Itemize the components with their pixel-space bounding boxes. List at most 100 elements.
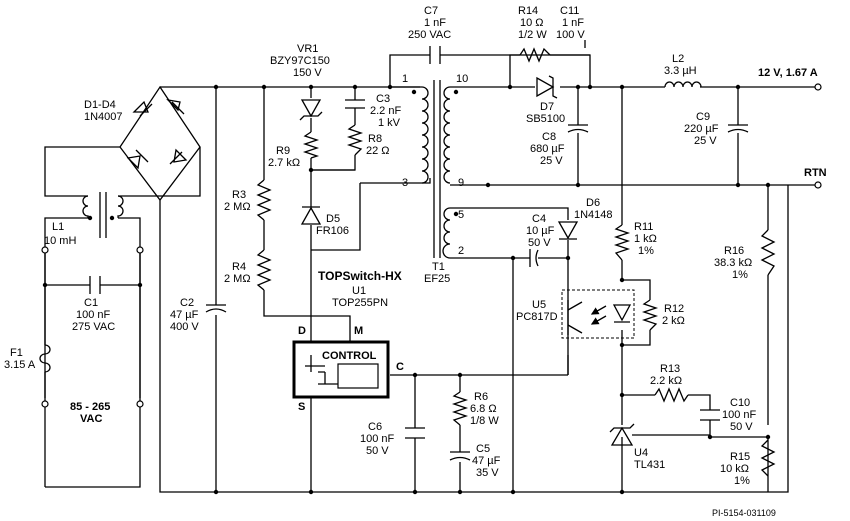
label-r11-value: 1 kΩ — [634, 233, 657, 245]
label-r9-value: 2.7 kΩ — [268, 157, 300, 169]
resistor-r6 — [451, 391, 469, 426]
label-pin-d: D — [298, 325, 306, 337]
label-c8-name: C8 — [542, 131, 556, 143]
label-r16-tol: 1% — [732, 269, 748, 281]
label-t1-name: T1 — [432, 261, 445, 273]
wiring — [44, 54, 815, 493]
capacitor-c9 — [727, 124, 749, 133]
diode-d5 — [300, 206, 322, 225]
label-c10-name: C10 — [730, 397, 750, 409]
label-r13-name: R13 — [660, 363, 680, 375]
label-pin-m: M — [354, 325, 363, 337]
label-c1-rating: 275 VAC — [72, 321, 115, 333]
capacitor-c8 — [567, 124, 589, 133]
label-pin-s: S — [298, 401, 305, 413]
bridge-rectifier-d1-d4 — [126, 99, 188, 170]
resistor-r8 — [346, 124, 364, 156]
label-r14-value: 10 Ω — [520, 17, 544, 29]
label-r4-name: R4 — [232, 261, 246, 273]
label-f1-name: F1 — [10, 347, 23, 359]
label-u4-part: TL431 — [634, 459, 665, 471]
label-u5-part: PC817D — [516, 311, 558, 323]
capacitor-c1 — [89, 276, 101, 294]
capacitor-c7 — [429, 46, 441, 64]
label-pin-c: C — [396, 361, 404, 373]
label-c1-value: 100 nF — [76, 309, 111, 321]
label-vr1-part: BZY97C150 — [270, 55, 330, 67]
optocoupler-u5 — [561, 289, 635, 339]
label-c10-value: 100 nF — [722, 409, 757, 421]
shunt-regulator-u4 — [609, 423, 635, 446]
label-u1-name: U1 — [352, 285, 366, 297]
label-r11-name: R11 — [634, 221, 653, 233]
label-r12-value: 2 kΩ — [662, 315, 685, 327]
label-c9-name: C9 — [696, 111, 710, 123]
transformer-t1 — [411, 80, 459, 259]
label-pin-5: 5 — [458, 209, 464, 221]
label-c4-value: 10 µF — [526, 225, 555, 237]
label-r8-value: 22 Ω — [366, 145, 390, 157]
label-rtn: RTN — [804, 167, 827, 179]
label-u1-part: TOP255PN — [332, 297, 388, 309]
label-vr1-value: 150 V — [293, 67, 322, 79]
label-r15-name: R15 — [730, 451, 750, 463]
label-c10-rating: 50 V — [730, 421, 753, 433]
label-r13-value: 2.2 kΩ — [650, 375, 682, 387]
choke-l1 — [82, 192, 124, 238]
label-c5-rating: 35 V — [476, 467, 499, 479]
label-r12-name: R12 — [664, 303, 684, 315]
fuse-f1 — [39, 344, 51, 373]
label-c2-name: C2 — [180, 297, 194, 309]
label-c8-value: 680 µF — [530, 143, 565, 155]
label-u1-family: TOPSwitch-HX — [318, 269, 402, 283]
label-c4-name: C4 — [532, 213, 546, 225]
drawing-id: PI-5154-031109 — [712, 508, 776, 518]
label-d5-part: FR106 — [316, 225, 349, 237]
labels: C7 1 nF 250 VAC VR1 BZY97C150 150 V R14 … — [4, 5, 827, 518]
label-c7-value: 1 nF — [424, 17, 446, 29]
resistor-r15 — [760, 439, 776, 477]
capacitor-c2 — [205, 304, 227, 313]
label-c3-value: 2.2 nF — [370, 105, 401, 117]
label-c6-rating: 50 V — [366, 445, 389, 457]
label-c7-name: C7 — [424, 5, 438, 17]
resistor-r16 — [760, 229, 776, 276]
label-control: CONTROL — [322, 350, 377, 362]
label-c4-rating: 50 V — [528, 237, 551, 249]
label-input-vac: VAC — [80, 413, 102, 425]
label-r3-name: R3 — [232, 189, 246, 201]
label-r15-tol: 1% — [734, 475, 750, 487]
label-r14-name: R14 — [518, 5, 538, 17]
label-d6-name: D6 — [586, 197, 600, 209]
label-c2-value: 47 µF — [170, 309, 199, 321]
label-t1-part: EF25 — [424, 273, 450, 285]
label-r6-name: R6 — [474, 391, 488, 403]
label-l2-value: 3.3 µH — [664, 65, 697, 77]
label-r16-name: R16 — [724, 245, 744, 257]
label-c6-value: 100 nF — [360, 433, 395, 445]
label-pin-9: 9 — [458, 177, 464, 189]
diode-d7 — [536, 75, 558, 99]
label-r6-rating: 1/8 W — [470, 415, 499, 427]
label-d5-name: D5 — [326, 213, 340, 225]
resistor-r11 — [613, 224, 631, 261]
label-c6-name: C6 — [368, 421, 382, 433]
label-u4-name: U4 — [634, 447, 648, 459]
zener-vr1 — [299, 99, 323, 121]
resistor-r9 — [302, 131, 320, 159]
label-c7-rating: 250 VAC — [408, 29, 451, 41]
label-d7-name: D7 — [540, 101, 554, 113]
label-c5-value: 47 µF — [472, 455, 501, 467]
inductor-l2 — [664, 81, 702, 88]
resistor-r4 — [256, 249, 272, 291]
label-r4-value: 2 MΩ — [224, 273, 251, 285]
label-c1-name: C1 — [84, 297, 98, 309]
label-r8-name: R8 — [368, 133, 382, 145]
label-d6-part: 1N4148 — [574, 209, 613, 221]
label-pin-2: 2 — [458, 245, 464, 257]
label-pin-3: 3 — [402, 177, 408, 189]
junctions — [42, 84, 771, 495]
label-c2-rating: 400 V — [170, 321, 199, 333]
label-l1-name: L1 — [52, 221, 64, 233]
